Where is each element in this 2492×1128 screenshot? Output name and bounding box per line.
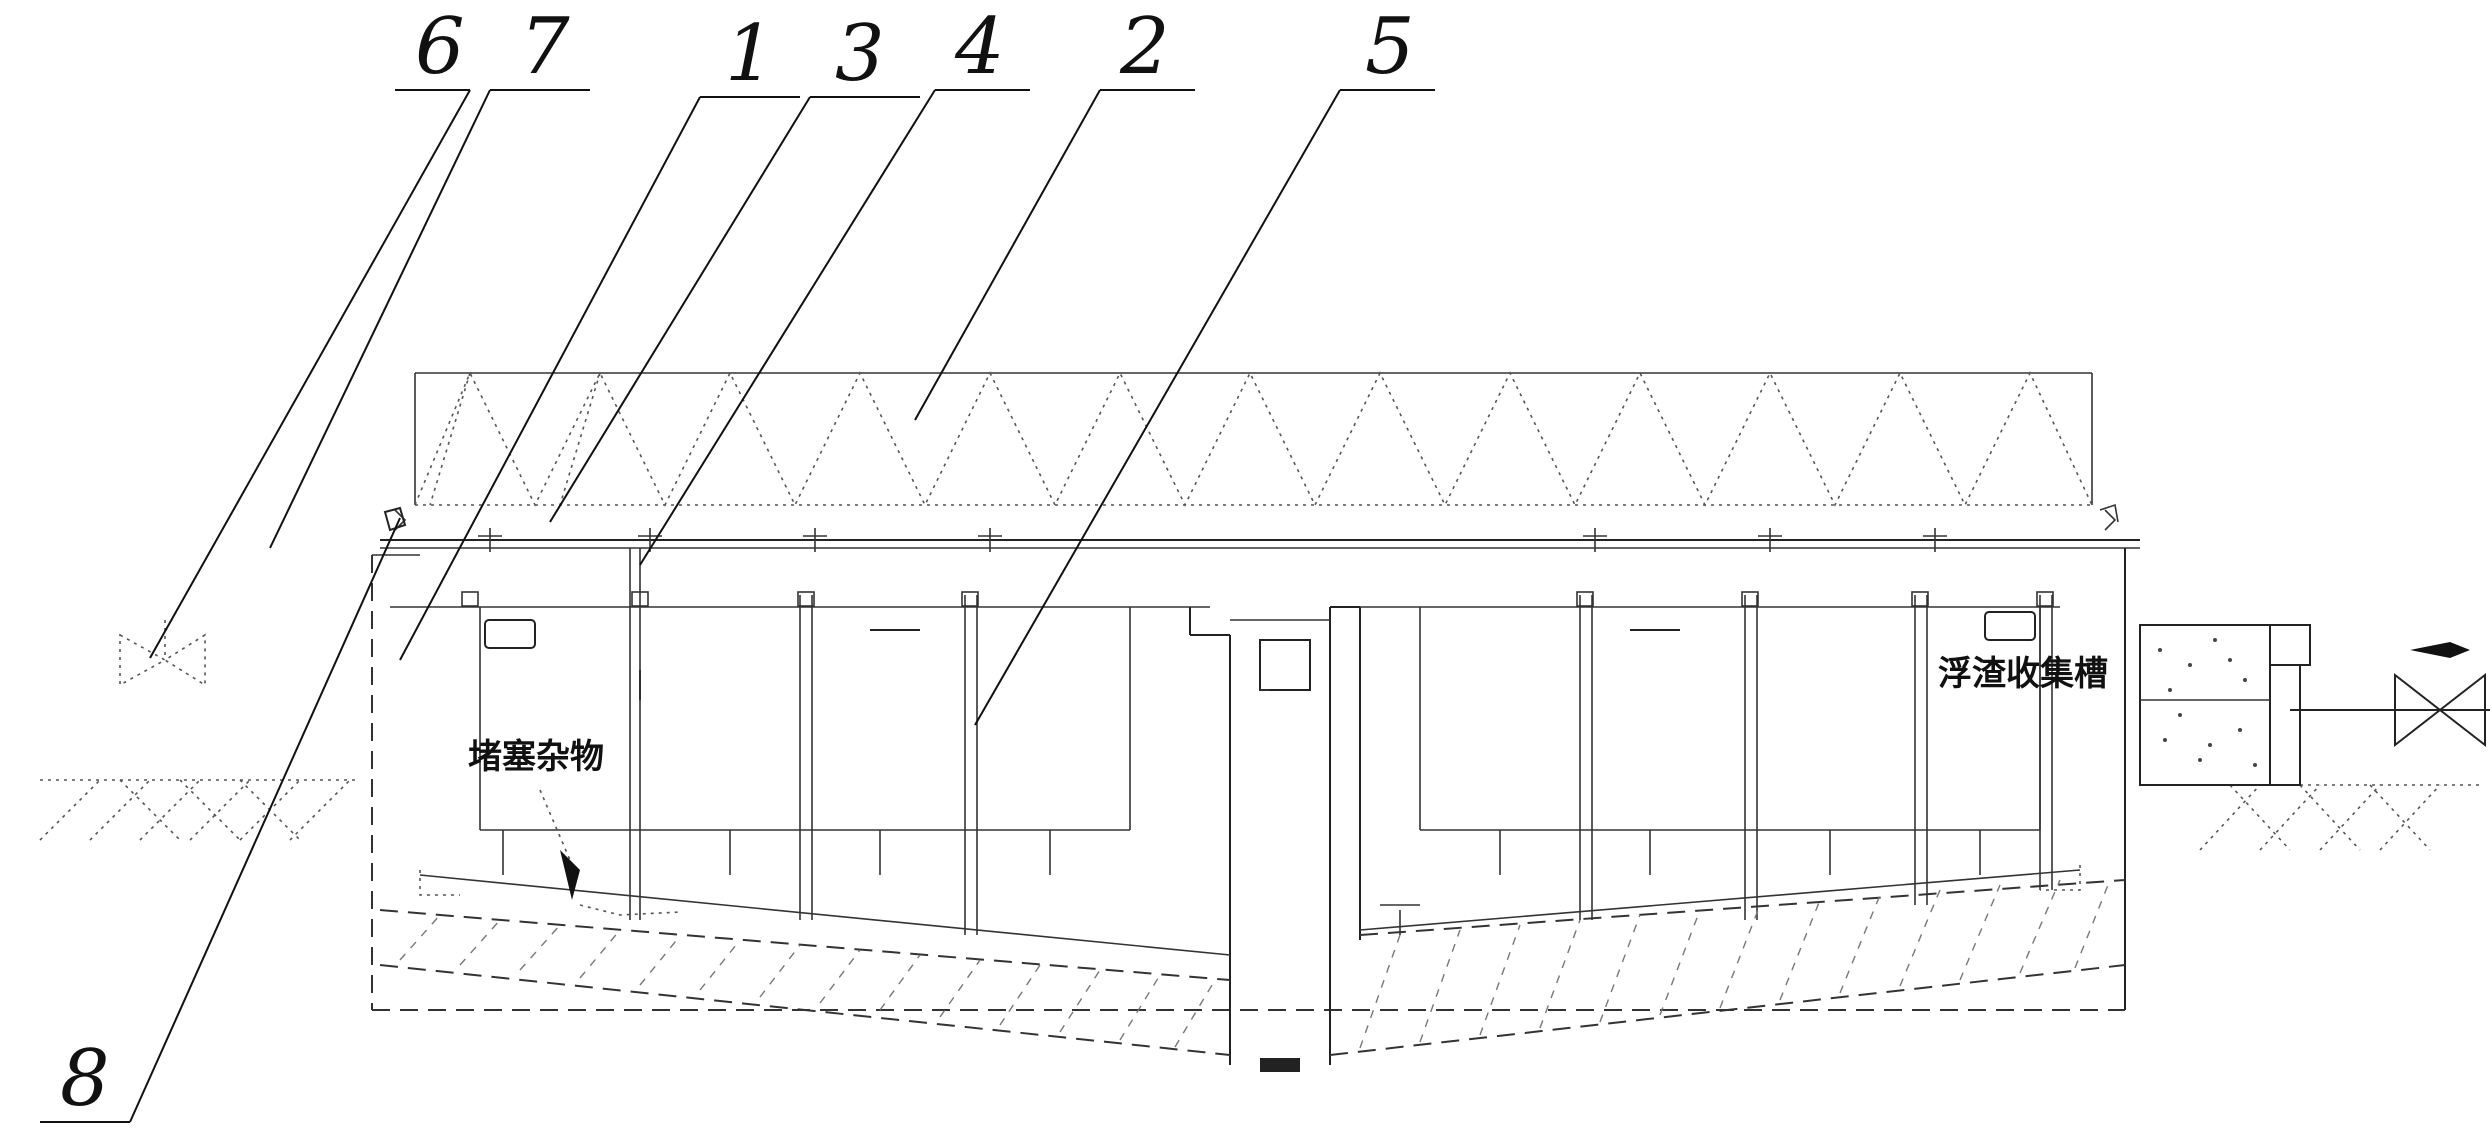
right-scraper-arm <box>1419 607 2041 875</box>
truss-bridge <box>414 371 2093 507</box>
vertical-rods <box>461 548 2054 935</box>
ref-1: 1 <box>725 9 775 99</box>
ref-6: 6 <box>415 2 465 92</box>
ref-5: 5 <box>1365 2 1415 92</box>
ref-4: 4 <box>954 2 1005 92</box>
center-column <box>1189 606 1361 1072</box>
leader-lines <box>40 89 1435 1123</box>
walkway-beam <box>380 509 2140 552</box>
blockage-debris <box>539 789 681 916</box>
valve-left-icon <box>119 620 206 687</box>
ground-hatching-left <box>39 779 360 841</box>
tank-floor <box>379 869 2126 1056</box>
scraper-blades <box>419 865 2081 935</box>
scum-trough-label: 浮渣收集槽 <box>1938 654 2108 694</box>
left-flange <box>383 503 2119 532</box>
scum-trough-block <box>2139 624 2311 786</box>
tank-outer-wall <box>371 548 2126 1011</box>
ref-3: 3 <box>835 9 885 99</box>
ref-8: 8 <box>60 1034 110 1124</box>
valve-right-icon <box>2290 642 2490 748</box>
blockage-label: 堵塞杂物 <box>468 737 604 777</box>
ref-7: 7 <box>520 2 570 92</box>
left-scraper-arm <box>479 607 1131 875</box>
reference-numerals: 6 7 1 3 4 2 5 8 <box>60 2 1415 1124</box>
ref-2: 2 <box>1119 2 1170 92</box>
ground-hatching-right <box>2140 784 2480 851</box>
